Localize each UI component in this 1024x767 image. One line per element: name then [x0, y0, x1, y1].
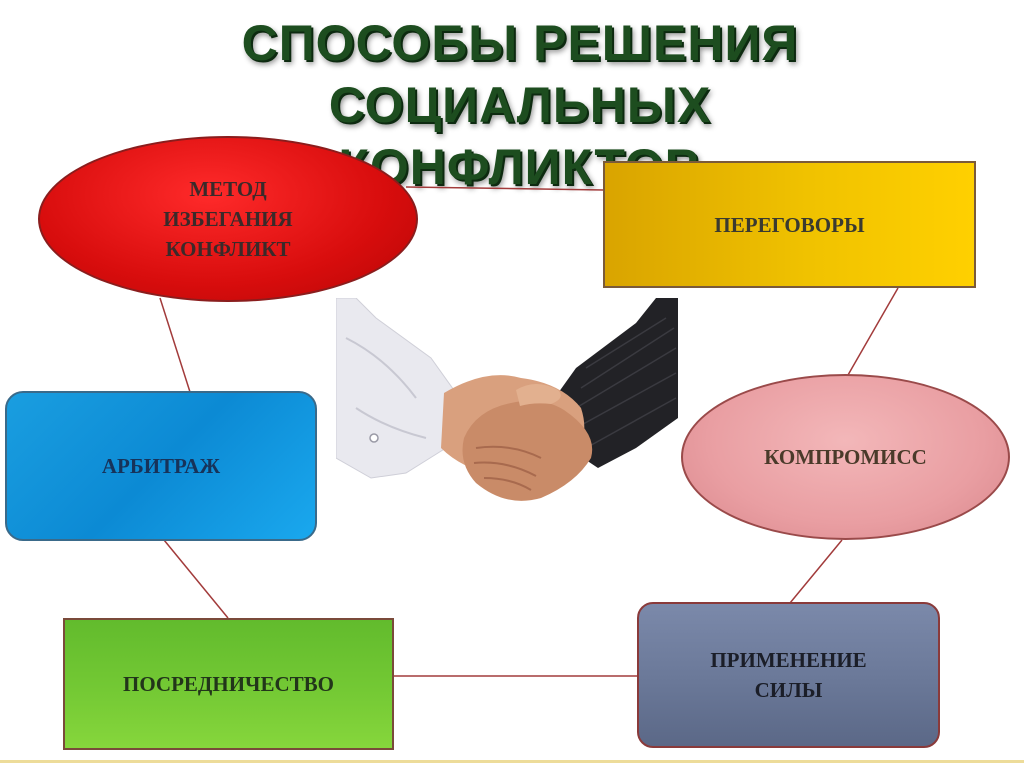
node-negotiations: ПЕРЕГОВОРЫ — [603, 161, 976, 288]
footer-line — [0, 760, 1024, 763]
node-mediation: ПОСРЕДНИЧЕСТВО — [63, 618, 394, 750]
node-avoidance-line-2: ИЗБЕГАНИЯ — [163, 207, 293, 231]
node-avoidance-line-1: МЕТОД — [189, 177, 267, 201]
connector-mediat-arbit — [163, 539, 229, 619]
node-arbitration-label: АРБИТРАЖ — [101, 454, 221, 478]
connector-arbit-avoid — [159, 297, 191, 393]
cuff-button — [369, 433, 379, 443]
right-hand — [462, 400, 593, 501]
node-force: ПРИМЕНЕНИЕ СИЛЫ — [637, 602, 940, 748]
thumb — [516, 384, 561, 406]
finger-lines — [473, 445, 542, 491]
connector-negot-compro — [847, 287, 899, 376]
node-compromise: КОМПРОМИСС — [681, 374, 1010, 540]
node-arbitration: АРБИТРАЖ — [5, 391, 317, 541]
node-avoidance-line-3: КОНФЛИКТ — [165, 237, 291, 261]
right-sleeve-stripes — [575, 317, 677, 449]
left-sleeve — [336, 298, 457, 479]
handshake-image — [336, 298, 678, 501]
node-negotiations-label: ПЕРЕГОВОРЫ — [714, 212, 865, 237]
connector-avoid-negot — [405, 186, 605, 191]
node-force-line-2: СИЛЫ — [754, 678, 823, 702]
left-sleeve-fold — [345, 337, 427, 439]
node-avoidance: МЕТОД ИЗБЕГАНИЯ КОНФЛИКТ — [38, 136, 418, 302]
node-compromise-label: КОМПРОМИСС — [764, 445, 927, 469]
connector-compro-force — [789, 539, 843, 604]
node-mediation-label: ПОСРЕДНИЧЕСТВО — [123, 672, 334, 696]
title-line-1: СПОСОБЫ РЕШЕНИЯ СОЦИАЛЬНЫХ — [241, 15, 799, 133]
node-force-line-1: ПРИМЕНЕНИЕ — [710, 648, 867, 672]
